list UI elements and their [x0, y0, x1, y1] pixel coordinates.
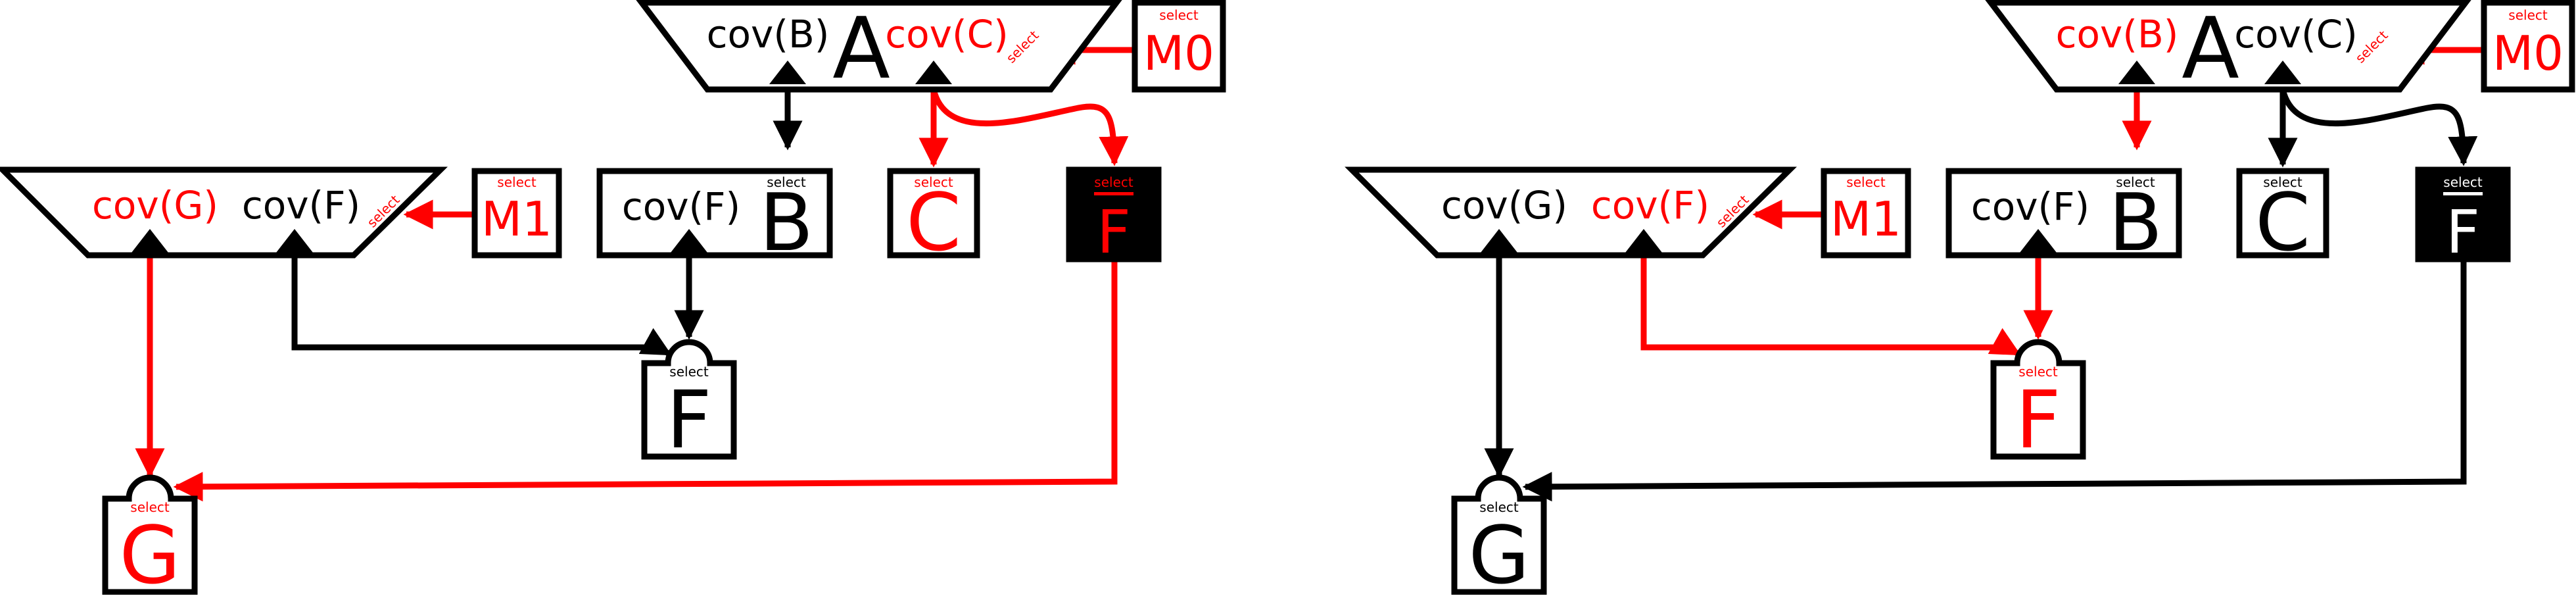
edge-a-to-fbar: [930, 88, 1129, 166]
b-input-port: [671, 229, 707, 253]
select-label: select: [2263, 174, 2302, 190]
mux-a-right-port: [915, 61, 952, 84]
c-label: C: [2255, 178, 2310, 269]
select-label: select: [1479, 499, 1519, 515]
mux-g-right-port: [1625, 229, 1662, 253]
mux-a-right-input: cov(C): [2234, 12, 2357, 57]
b-input: cov(F): [622, 184, 740, 229]
edge-fbar-to-join-g: [1522, 261, 2467, 502]
fbar-label: F: [2446, 198, 2480, 267]
mux-a-right-input: cov(C): [885, 12, 1008, 57]
select-label: select: [2508, 7, 2548, 23]
mux-a-label: A: [832, 0, 890, 98]
c-label: C: [906, 178, 961, 269]
c-box: [2236, 168, 2329, 259]
select-label: select: [1846, 174, 1886, 190]
c-box: [887, 168, 980, 259]
select-label: select: [2018, 364, 2058, 380]
edge-g-right-to-join-f: [291, 255, 672, 357]
fbar-box: [2415, 166, 2511, 262]
join-g-box: [1451, 474, 1547, 595]
mux-g-right-input: cov(F): [1591, 183, 1709, 228]
join-g-label: G: [1469, 511, 1530, 595]
select-label: select: [1159, 7, 1199, 23]
join-g-label: G: [120, 511, 181, 595]
mux-a-left-input: cov(B): [707, 12, 830, 57]
panel-left: cov(B)Acov(C)selectselectM0cov(G)cov(F)s…: [0, 0, 1226, 598]
b-box: [1945, 168, 2182, 259]
select-label: select: [1094, 174, 1133, 190]
fbar-label: F: [1097, 198, 1131, 267]
m1-label: M1: [481, 191, 552, 247]
select-label: select: [497, 174, 537, 190]
join-f-box: [641, 339, 737, 460]
panel-right: cov(B)Acov(C)selectselectM0cov(G)cov(F)s…: [1345, 0, 2575, 598]
edge-a-to-fbar: [2279, 88, 2478, 166]
fbar-overline: [2443, 192, 2483, 195]
mux-g-left-input: cov(G): [92, 183, 218, 228]
mux-g-right-port: [276, 229, 313, 253]
mux-a-left-input: cov(B): [2056, 12, 2179, 57]
mux-g-shape: [1345, 166, 1797, 259]
b-box: [596, 168, 833, 259]
select-label: select: [914, 174, 953, 190]
mux-g-left-port: [131, 229, 168, 253]
b-label: B: [2109, 178, 2162, 269]
join-f-label: F: [666, 375, 711, 466]
select-label: select: [767, 174, 806, 190]
m0-box: [2481, 0, 2575, 93]
mux-a-shape: [1985, 0, 2471, 93]
m0-label: M0: [2493, 26, 2564, 81]
b-label: B: [759, 178, 813, 269]
mux-a-left-port: [2118, 61, 2155, 84]
m1-box: [1821, 168, 1911, 259]
m1-label: M1: [1830, 191, 1901, 247]
m0-box: [1132, 0, 1226, 93]
mux-g-shape: [0, 166, 448, 259]
mux-a-left-port: [769, 61, 806, 84]
edge-fbar-to-join-g: [173, 261, 1118, 502]
select-label: select: [2116, 174, 2155, 190]
b-input-port: [2020, 229, 2057, 253]
mux-a-label: A: [2182, 0, 2239, 98]
fbar-overline: [1094, 192, 1133, 195]
mux-g-left-input: cov(G): [1441, 183, 1567, 228]
m0-label: M0: [1143, 26, 1214, 81]
join-g-box: [102, 474, 198, 595]
mux-g-left-port: [1481, 229, 1517, 253]
b-input: cov(F): [1971, 184, 2089, 229]
mux-g-right-input: cov(F): [242, 183, 360, 228]
select-label: select: [669, 364, 709, 380]
select-label: select: [130, 499, 170, 515]
select-label: select: [2443, 174, 2483, 190]
mux-a-shape: [636, 0, 1122, 93]
join-f-label: F: [2015, 375, 2061, 466]
m1-box: [471, 168, 562, 259]
fbar-box: [1066, 166, 1162, 262]
mux-a-right-port: [2264, 61, 2301, 84]
edge-g-right-to-join-f: [1640, 255, 2021, 357]
join-f-box: [1990, 339, 2086, 460]
